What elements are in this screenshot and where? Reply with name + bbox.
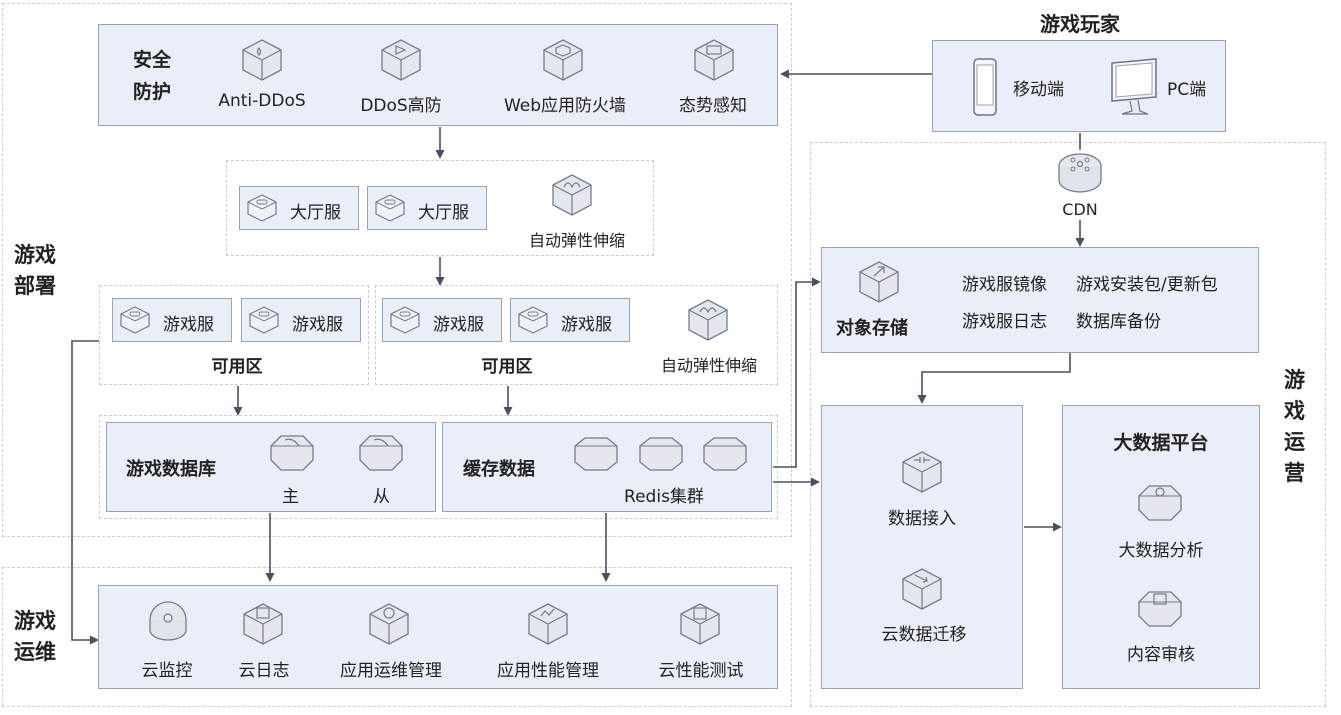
database-slave-label: 从 (373, 487, 390, 507)
server-icon (118, 304, 152, 336)
anti-ddos-icon (237, 36, 287, 84)
ddos-protection-icon (376, 36, 426, 84)
zone-a-server-2 (241, 298, 361, 342)
operation-title: 游 戏 运 营 (1284, 365, 1308, 489)
bigdata-analysis-label: 大数据分析 (1118, 541, 1204, 561)
lobby-autoscale-label: 自动弹性伸缩 (528, 231, 626, 250)
web-firewall-icon (538, 36, 588, 84)
redis-node-icon (636, 432, 686, 480)
server-icon (373, 192, 407, 224)
object-storage-title: 对象存储 (836, 318, 908, 339)
database-title: 游戏数据库 (126, 459, 216, 480)
server-icon (245, 192, 279, 224)
lobby-container (226, 160, 654, 256)
zone-a-server-2-label: 游戏服 (292, 315, 343, 335)
zone-b-server-2-label: 游戏服 (561, 315, 612, 335)
content-review-label: 内容审核 (1127, 645, 1195, 665)
ddos-protection-label: DDoS高防 (360, 96, 442, 116)
operation-title-char-2: 戏 (1284, 399, 1305, 423)
zone-a-server-1-label: 游戏服 (163, 315, 214, 335)
data-migration-icon (897, 565, 947, 613)
bigdata-analysis-icon (1135, 480, 1185, 528)
mobile-phone-icon (968, 57, 1002, 119)
redis-node-icon (571, 432, 621, 480)
ops-title-line1: 游戏 (14, 609, 56, 633)
redis-cluster-label: Redis集群 (624, 487, 704, 507)
storage-item-backup: 数据库备份 (1076, 312, 1161, 332)
app-performance-label: 应用性能管理 (497, 661, 599, 681)
cdn-icon (1055, 150, 1105, 198)
cloud-monitor-icon (143, 600, 193, 648)
security-title-line2: 防护 (133, 81, 172, 103)
situation-awareness-icon (689, 36, 739, 84)
operation-title-char-4: 营 (1284, 461, 1305, 485)
situation-awareness-label: 态势感知 (679, 96, 747, 116)
ops-title: 游戏 运维 (14, 606, 74, 668)
cloud-log-label: 云日志 (238, 661, 290, 681)
zone-b-server-1-label: 游戏服 (433, 315, 484, 335)
deploy-zone-container (2, 3, 792, 537)
deploy-title-line2: 部署 (14, 274, 56, 298)
ops-panel (98, 585, 778, 689)
cloud-monitor-label: 云监控 (141, 661, 193, 681)
lobby-server-1-label: 大厅服 (290, 203, 341, 223)
ops-title-line2: 运维 (14, 640, 56, 664)
database-slave-icon (356, 430, 406, 478)
database-master-icon (267, 430, 317, 478)
storage-item-log: 游戏服日志 (962, 312, 1047, 332)
object-storage-icon (854, 258, 904, 306)
data-migration-label: 云数据迁移 (881, 625, 967, 645)
data-access-icon (897, 448, 947, 496)
deploy-title-line1: 游戏 (14, 243, 56, 267)
app-performance-icon (523, 600, 573, 648)
app-ops-label: 应用运维管理 (340, 661, 442, 681)
app-ops-icon (364, 600, 414, 648)
redis-node-icon (700, 432, 750, 480)
storage-item-image: 游戏服镜像 (962, 275, 1047, 295)
zone-a-container (99, 285, 369, 385)
storage-item-package: 游戏安装包/更新包 (1076, 275, 1218, 295)
player-title: 游戏玩家 (1040, 12, 1120, 36)
server-icon (388, 304, 422, 336)
operation-title-char-3: 运 (1284, 430, 1305, 454)
deploy-title: 游戏 部署 (14, 240, 74, 302)
lobby-server-2-label: 大厅服 (418, 203, 469, 223)
perf-test-label: 云性能测试 (658, 661, 744, 681)
web-firewall-label: Web应用防火墙 (503, 96, 627, 116)
zone-b-label: 可用区 (481, 357, 533, 377)
content-review-icon (1135, 586, 1185, 634)
cache-title: 缓存数据 (463, 459, 535, 480)
server-icon (516, 304, 550, 336)
zone-a-server-1 (112, 298, 232, 342)
cloud-log-icon (238, 600, 288, 648)
cdn-label: CDN (1062, 200, 1098, 219)
autoscale-icon (547, 171, 597, 219)
server-icon (247, 304, 281, 336)
perf-test-icon (675, 600, 725, 648)
security-panel (98, 24, 778, 126)
data-access-label: 数据接入 (888, 509, 956, 529)
pc-label: PC端 (1167, 80, 1207, 100)
bigdata-title: 大数据平台 (1113, 432, 1209, 454)
anti-ddos-label: Anti-DDoS (218, 91, 306, 111)
zone-a-label: 可用区 (211, 357, 263, 377)
deploy-autoscale-label: 自动弹性伸缩 (660, 356, 758, 375)
object-storage-panel (821, 247, 1259, 353)
mobile-label: 移动端 (1013, 80, 1064, 100)
autoscale-icon (683, 296, 733, 344)
pc-monitor-icon (1104, 57, 1162, 119)
ops-zone-container (2, 567, 792, 707)
bigdata-panel (1062, 405, 1260, 689)
database-master-label: 主 (282, 487, 299, 507)
security-title-line1: 安全 (133, 49, 172, 71)
operation-title-char-1: 游 (1284, 368, 1305, 392)
